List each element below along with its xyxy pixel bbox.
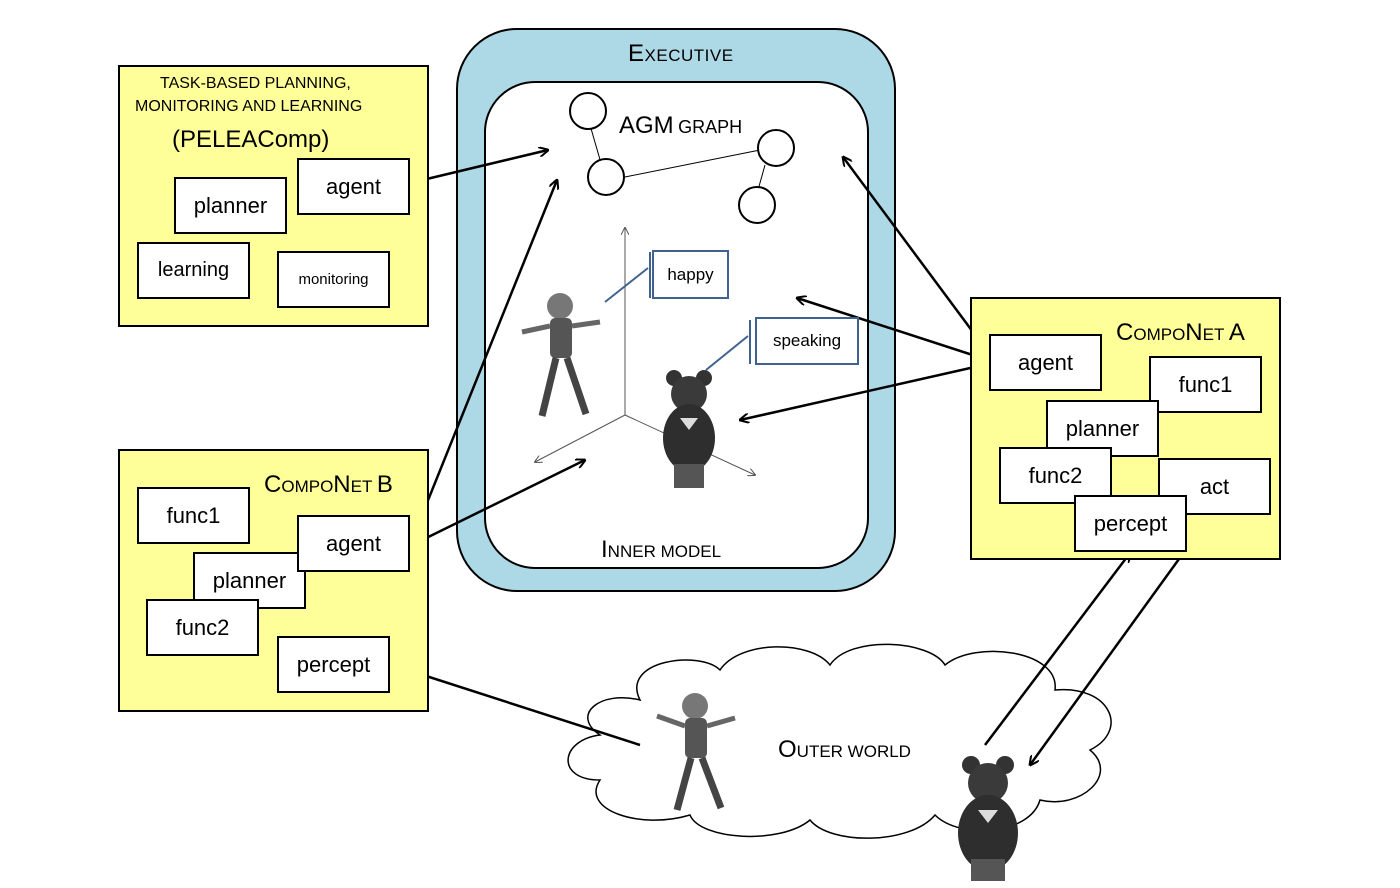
componet-b-agent-box[interactable]: agent [297,515,410,572]
inner-model-title: INNER MODEL [601,536,722,563]
tag-connectors [604,252,751,371]
arrow-world-percepta [984,553,1130,746]
graph-node [587,158,625,196]
arrow-componetb-innermodel [412,460,585,545]
bear-robot-icon [958,756,1018,881]
outer-world-title: OUTER WORLD [778,736,911,763]
componet-a-percept-box[interactable]: percept [1074,495,1187,552]
bear-robot-icon [663,370,715,488]
peleacomp-agent-box[interactable]: agent [297,158,410,215]
componet-a-title: COMPONET A [1116,319,1245,346]
arrow-world-perceptb [392,665,641,747]
componet-b-func1-box[interactable]: func1 [137,487,250,544]
child-figure-icon [656,693,736,811]
peleacomp-title-line3: (PELEAComp) [172,126,330,153]
componet-a-agent-box[interactable]: agent [989,334,1102,391]
peleacomp-planner-box[interactable]: planner [174,177,287,234]
tag-speaking: speaking [755,317,859,365]
componet-b-percept-box[interactable]: percept [277,636,390,693]
peleacomp-monitoring-box[interactable]: monitoring [277,251,390,308]
graph-node [757,129,795,167]
graph-node [738,186,776,224]
child-figure-icon [521,293,601,417]
peleacomp-title-line2: MONITORING AND LEARNING [135,98,363,115]
componet-a-func2-box[interactable]: func2 [999,447,1112,504]
componet-b-title: COMPONET B [264,471,393,498]
peleacomp-learning-box[interactable]: learning [137,242,250,299]
graph-node [569,92,607,130]
agm-graph-title: AGM GRAPH [619,112,743,139]
tag-happy: happy [652,250,729,299]
arrow-componeta-bear [740,364,988,420]
arrow-componeta-child [797,298,988,360]
componet-a-func1-box[interactable]: func1 [1149,356,1262,413]
executive-title: EXECUTIVE [628,40,734,67]
componet-b-func2-box[interactable]: func2 [146,599,259,656]
agm-graph [569,92,795,224]
peleacomp-title-line1: TASK-BASED PLANNING, [160,75,351,92]
